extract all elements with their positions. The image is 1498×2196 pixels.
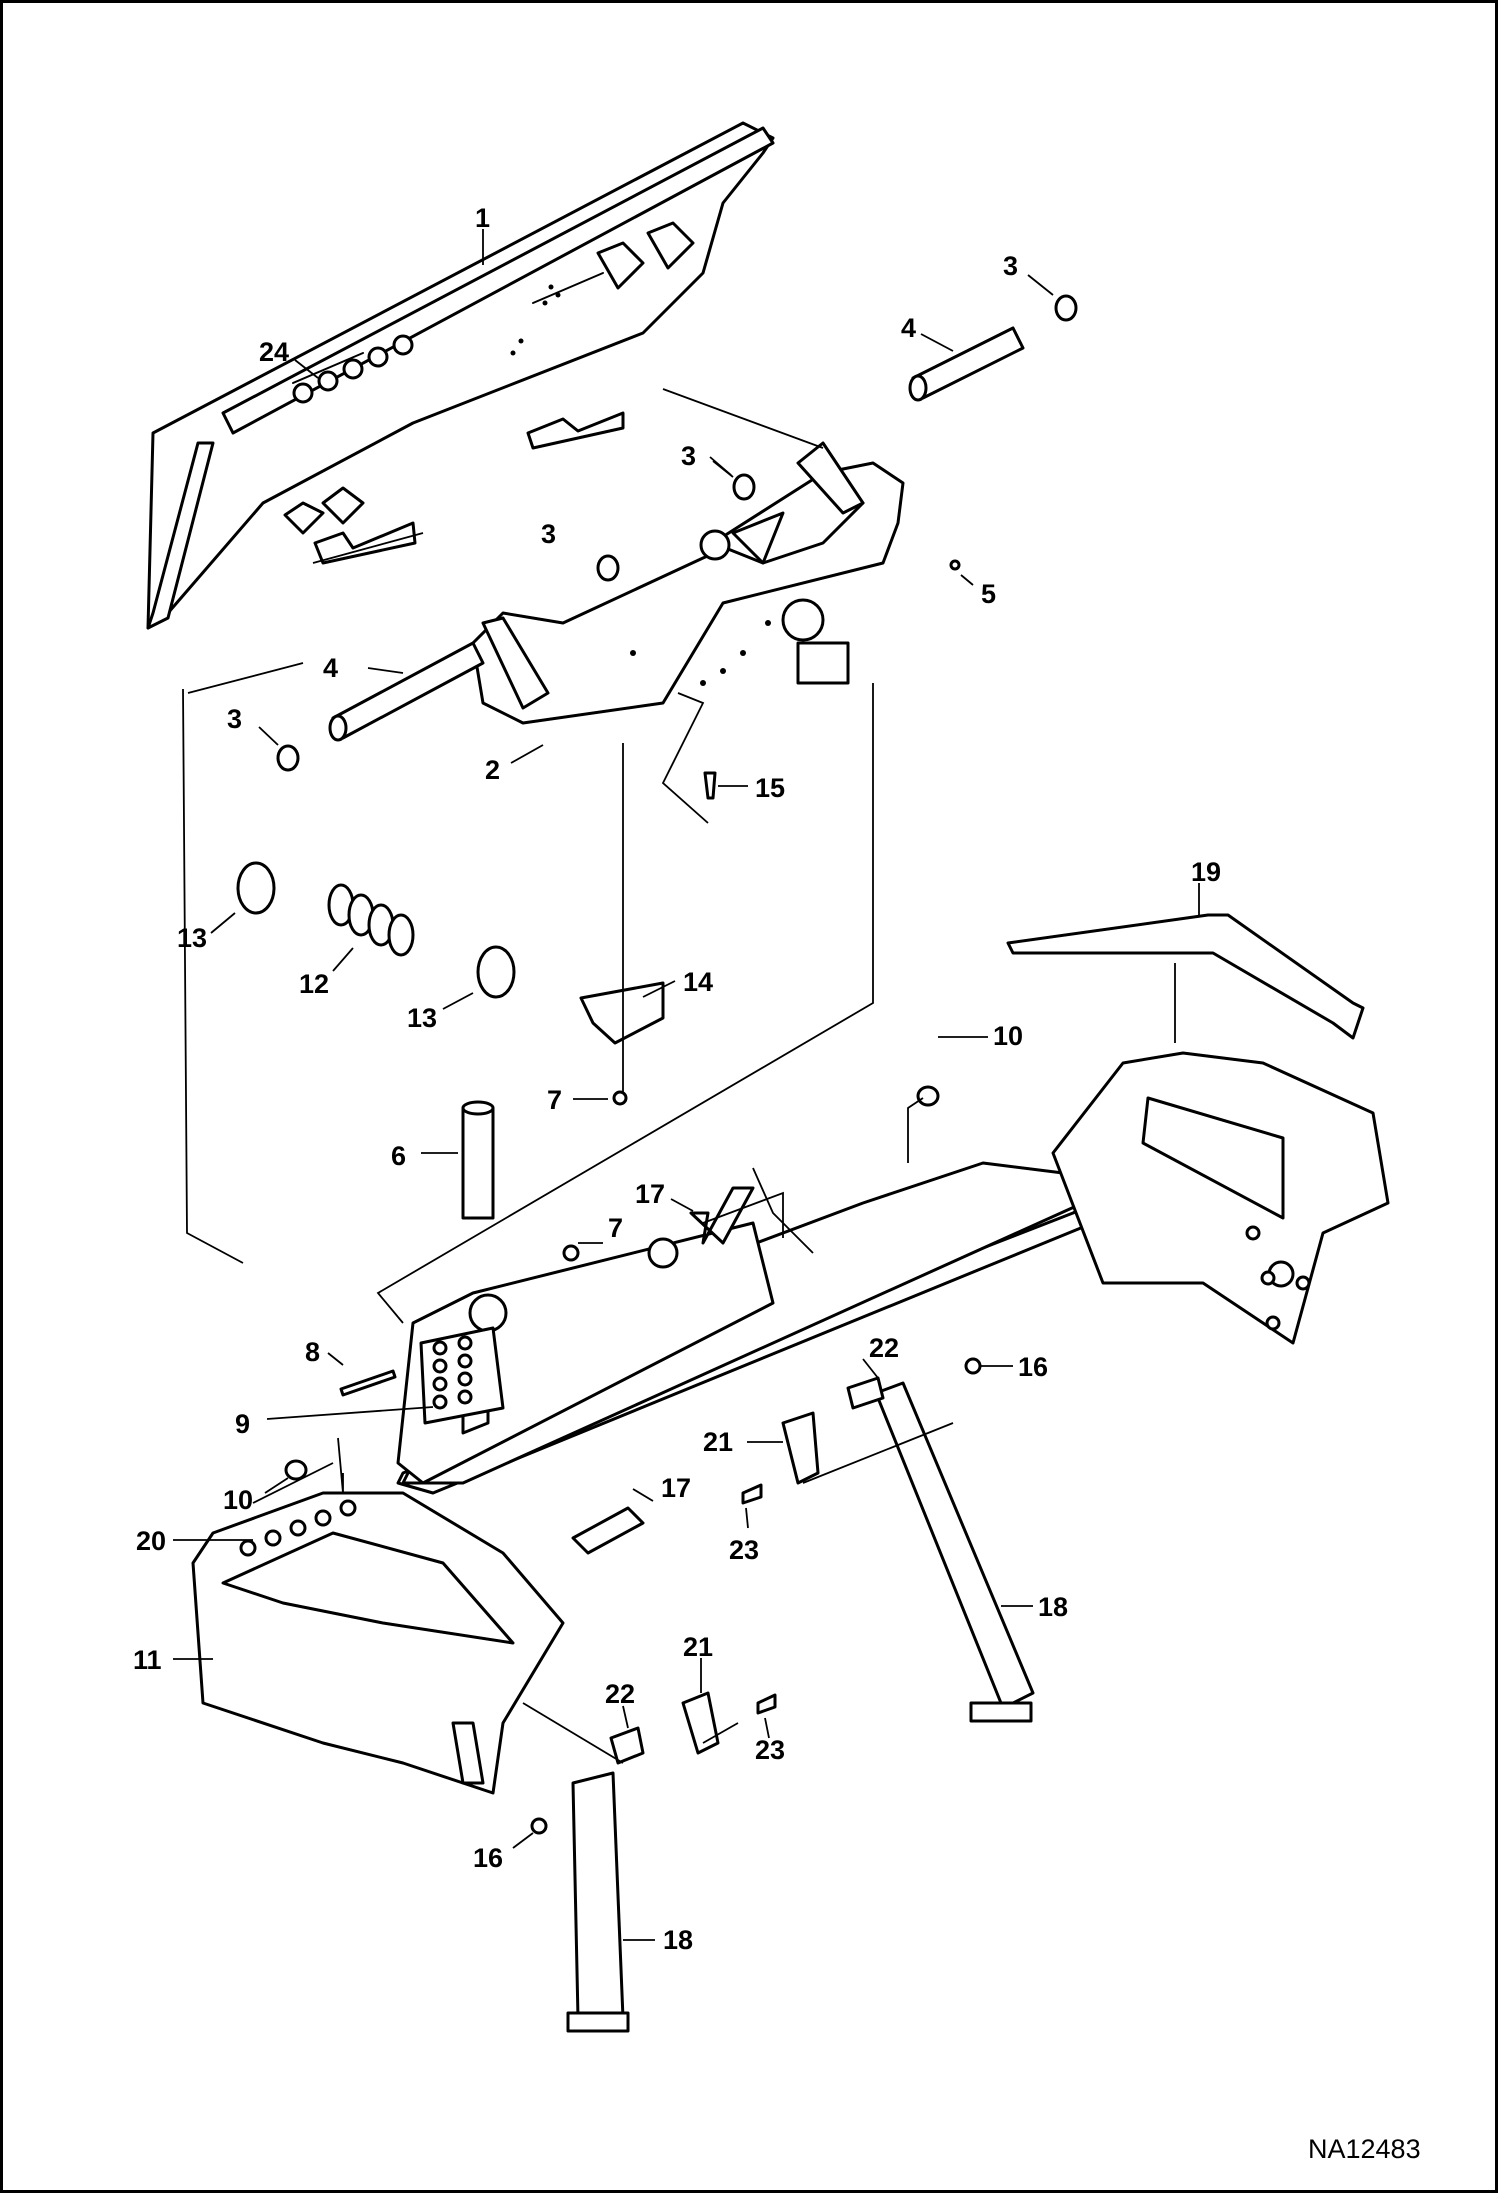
- callout-label: 11: [133, 1645, 162, 1675]
- nut: [562, 1244, 580, 1262]
- bolt: [703, 771, 717, 800]
- callout-label: 13: [177, 923, 207, 953]
- grease-fitting: [949, 559, 961, 571]
- nut: [964, 1357, 982, 1375]
- spring-assembly: [236, 861, 516, 999]
- callout-label: 18: [663, 1925, 693, 1955]
- foot-plate: [419, 1326, 505, 1425]
- exploded-parts-diagram: 1 24 3 4 3 3 5 4 3 2 15 13 12 13 14 7 19: [133, 121, 1421, 2164]
- callout-label: 18: [1038, 1592, 1068, 1622]
- leg-right: [874, 1381, 1035, 1723]
- callout-label: 22: [869, 1333, 899, 1363]
- callout-label: 22: [605, 1679, 635, 1709]
- callout-label: 16: [473, 1843, 503, 1873]
- retaining-ring: [284, 1459, 308, 1481]
- callout-label: 12: [299, 969, 329, 999]
- callout-label: 3: [1003, 251, 1018, 281]
- callout-label: 7: [547, 1085, 562, 1115]
- assembly-lines: [182, 388, 1176, 1764]
- callout-label: 21: [683, 1632, 713, 1662]
- pivot-pin-upper: [908, 326, 1025, 402]
- callout-label: 23: [755, 1735, 785, 1765]
- callout-label: 10: [223, 1485, 253, 1515]
- nut: [530, 1817, 548, 1835]
- trim-strip: [1006, 913, 1365, 1040]
- latch-bracket: [681, 1691, 720, 1755]
- callout-label: 17: [661, 1473, 691, 1503]
- pivot-bracket: [471, 441, 905, 725]
- figure-id: NA12483: [1308, 2134, 1421, 2164]
- callout-label: 4: [901, 313, 916, 343]
- callout-label: 5: [981, 579, 996, 609]
- mounting-plate: [146, 121, 775, 630]
- main-frame: [191, 1051, 1390, 1795]
- callout-label: 17: [635, 1179, 665, 1209]
- callout-label: 8: [305, 1337, 320, 1367]
- callout-label: 6: [391, 1141, 406, 1171]
- pivot-pin-lower: [328, 641, 485, 742]
- latch-bracket: [781, 1411, 820, 1485]
- callout-label: 7: [608, 1213, 623, 1243]
- callout-label: 3: [681, 441, 696, 471]
- callout-label: 2: [485, 755, 500, 785]
- callout-label: 9: [235, 1409, 250, 1439]
- lock-pin: [571, 1506, 645, 1555]
- callout-label: 19: [1191, 857, 1221, 887]
- callout-label: 14: [683, 967, 713, 997]
- bolt: [756, 1693, 777, 1715]
- latch-handle: [609, 1726, 645, 1765]
- callout-label: 15: [755, 773, 785, 803]
- callout-label: 13: [407, 1003, 437, 1033]
- latch-handle: [846, 1376, 885, 1410]
- pivot-tube: [461, 1100, 495, 1220]
- callout-label: 10: [993, 1021, 1023, 1051]
- retaining-ring: [276, 744, 300, 772]
- retaining-ring: [732, 473, 756, 501]
- callout-label: 16: [1018, 1352, 1048, 1382]
- callout-label: 1: [475, 203, 490, 233]
- spring-plate: [579, 981, 665, 1106]
- callout-label: 24: [259, 337, 289, 367]
- retaining-ring: [916, 1085, 940, 1107]
- callout-label: 20: [136, 1526, 166, 1556]
- callout-label: 21: [703, 1427, 733, 1457]
- callout-label: 23: [729, 1535, 759, 1565]
- bolt: [339, 1369, 397, 1397]
- leg-left: [566, 1771, 630, 2033]
- callout-labels: 1 24 3 4 3 3 5 4 3 2 15 13 12 13 14 7 19: [133, 203, 1221, 1955]
- callout-label: 4: [323, 653, 338, 683]
- callout-label: 3: [541, 519, 556, 549]
- callout-label: 3: [227, 704, 242, 734]
- bolt: [741, 1483, 763, 1505]
- retaining-ring: [596, 554, 620, 582]
- retaining-ring: [1054, 294, 1078, 322]
